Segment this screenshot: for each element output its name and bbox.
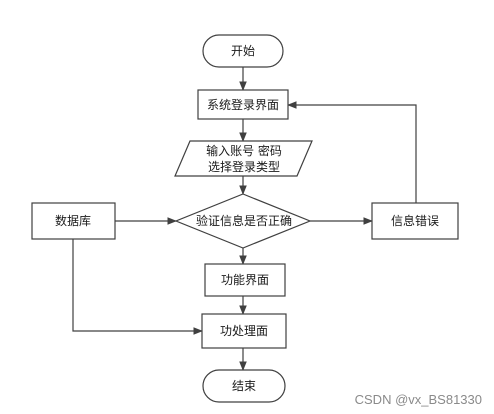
input-label-line1: 输入账号 密码 — [206, 143, 282, 158]
login-label: 系统登录界面 — [207, 97, 279, 112]
watermark-text: CSDN @vx_BS81330 — [355, 392, 482, 407]
end-label: 结束 — [232, 379, 256, 393]
database-label: 数据库 — [55, 213, 91, 228]
verify-node: 验证信息是否正确 — [174, 193, 312, 249]
input-label-line2: 选择登录类型 — [208, 159, 280, 174]
start-label: 开始 — [231, 44, 255, 58]
arrow-database-to-process — [72, 239, 203, 335]
arrow-error-to-login — [287, 101, 417, 203]
verify-label: 验证信息是否正确 — [196, 213, 292, 228]
process-label: 功处理面 — [220, 324, 268, 338]
error-label: 信息错误 — [391, 213, 439, 228]
login-node: 系统登录界面 — [197, 89, 289, 120]
start-node: 开始 — [202, 34, 284, 68]
function-label: 功能界面 — [221, 273, 269, 287]
process-node: 功处理面 — [201, 313, 287, 349]
input-node: 输入账号 密码 选择登录类型 — [174, 140, 313, 177]
database-node: 数据库 — [31, 202, 116, 240]
function-node: 功能界面 — [204, 263, 286, 297]
error-node: 信息错误 — [371, 202, 459, 240]
connectors — [72, 67, 417, 371]
end-node: 结束 — [202, 369, 286, 403]
